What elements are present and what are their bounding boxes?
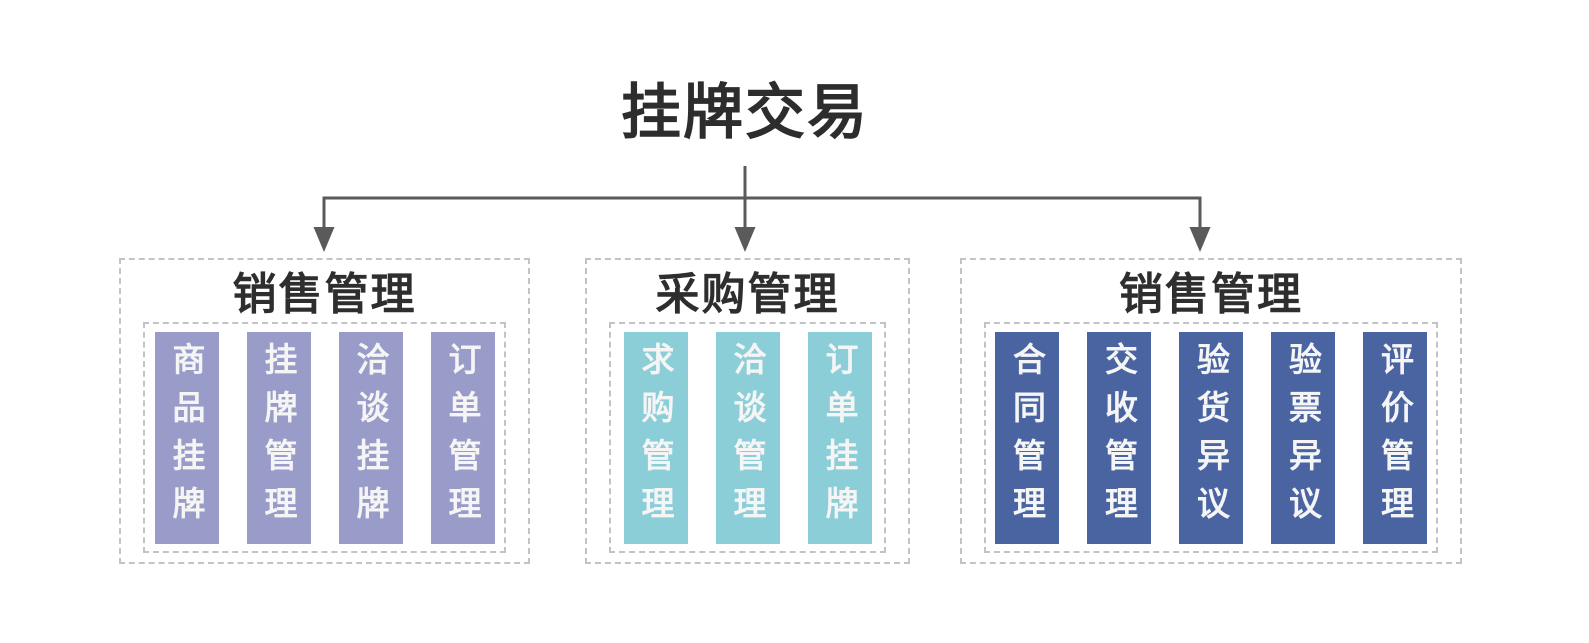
item-label: 订单管理: [444, 341, 481, 534]
group-items-sales-2: 合同管理 交收管理 验货异议 验票异议 评价管理: [984, 322, 1438, 553]
item-label: 交收管理: [1100, 341, 1138, 534]
item-label: 商品挂牌: [168, 341, 205, 534]
item-label: 验票异议: [1284, 341, 1322, 534]
item-bar: 求购管理: [623, 331, 688, 544]
group-items-procurement: 求购管理 洽谈管理 订单挂牌: [609, 322, 886, 553]
group-box-sales: 销售管理 商品挂牌 挂牌管理 洽谈挂牌 订单管理: [119, 258, 530, 564]
arrowhead-left: [313, 227, 335, 252]
group-box-sales-2: 销售管理 合同管理 交收管理 验货异议 验票异议 评价管理: [960, 258, 1462, 564]
item-bar: 挂牌管理: [246, 331, 311, 544]
arrowhead-middle: [734, 227, 756, 252]
item-label: 洽谈管理: [729, 341, 766, 534]
group-header-procurement: 采购管理: [655, 270, 840, 319]
item-bar: 合同管理: [995, 331, 1059, 544]
item-label: 合同管理: [1008, 341, 1046, 534]
group-header-sales-2: 销售管理: [1119, 270, 1303, 319]
group-items-sales: 商品挂牌 挂牌管理 洽谈挂牌 订单管理: [143, 322, 506, 553]
item-bar: 评价管理: [1363, 331, 1427, 544]
item-bar: 验货异议: [1179, 331, 1243, 544]
item-bar: 验票异议: [1271, 331, 1335, 544]
connector-arrows: [313, 166, 1211, 252]
item-bar: 洽谈管理: [715, 331, 780, 544]
item-label: 验货异议: [1192, 341, 1230, 534]
item-bar: 洽谈挂牌: [338, 331, 403, 544]
item-bar: 商品挂牌: [154, 331, 219, 544]
item-label: 订单挂牌: [821, 341, 858, 534]
arrowhead-right: [1189, 227, 1211, 252]
item-bar: 订单管理: [430, 331, 495, 544]
diagram-title: 挂牌交易: [621, 79, 869, 146]
item-label: 评价管理: [1376, 341, 1414, 534]
item-bar: 交收管理: [1087, 331, 1151, 544]
item-label: 挂牌管理: [260, 341, 297, 534]
item-bar: 订单挂牌: [807, 331, 872, 544]
group-header-sales: 销售管理: [232, 270, 417, 319]
item-label: 洽谈挂牌: [352, 341, 389, 534]
item-label: 求购管理: [637, 341, 674, 534]
group-box-procurement: 采购管理 求购管理 洽谈管理 订单挂牌: [585, 258, 910, 564]
